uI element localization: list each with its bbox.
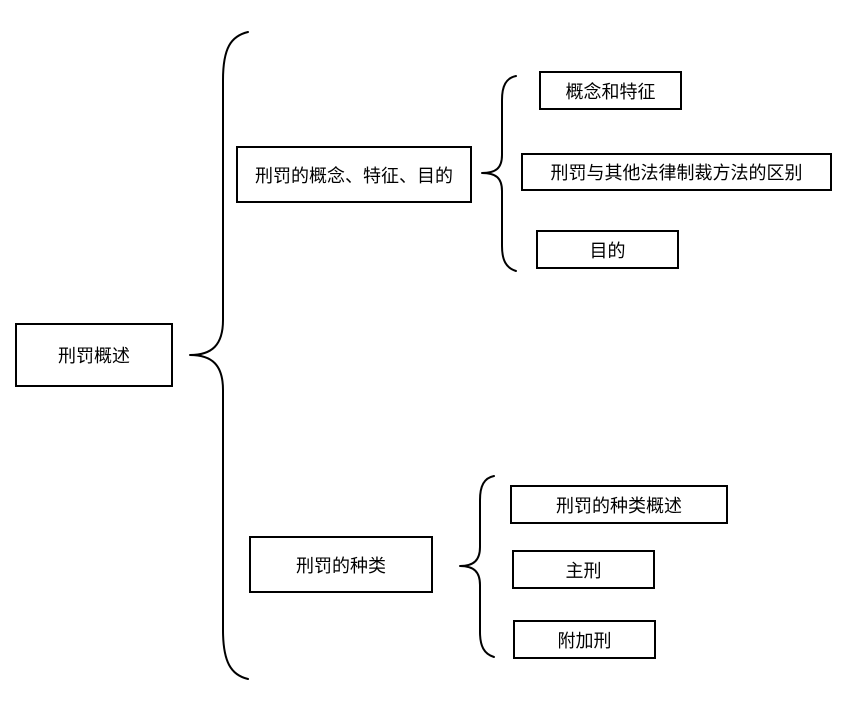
leaf-node-label: 刑罚与其他法律制裁方法的区别 xyxy=(550,163,803,184)
root-node: 刑罚概述 xyxy=(15,323,173,387)
leaf-node-distinction: 刑罚与其他法律制裁方法的区别 xyxy=(521,153,832,191)
leaf-node-concept-features: 概念和特征 xyxy=(539,71,682,110)
leaf-node-purpose: 目的 xyxy=(536,230,679,269)
leaf-node-label: 目的 xyxy=(589,240,626,262)
leaf-node-principal-penalty: 主刑 xyxy=(512,550,655,589)
branch-node-types: 刑罚的种类 xyxy=(249,536,433,593)
leaf-node-supplementary-penalty: 附加刑 xyxy=(513,620,656,659)
branch-2-brace xyxy=(459,475,495,658)
root-node-label: 刑罚概述 xyxy=(58,346,130,367)
branch-1-brace xyxy=(481,75,517,272)
leaf-node-types-overview: 刑罚的种类概述 xyxy=(510,485,728,524)
leaf-node-label: 刑罚的种类概述 xyxy=(556,495,682,517)
branch-node-label: 刑罚的概念、特征、目的 xyxy=(255,165,453,187)
branch-node-concept: 刑罚的概念、特征、目的 xyxy=(236,146,472,203)
leaf-node-label: 主刑 xyxy=(565,560,602,582)
root-brace xyxy=(189,31,249,680)
branch-node-label: 刑罚的种类 xyxy=(296,555,386,577)
leaf-node-label: 概念和特征 xyxy=(565,81,656,103)
leaf-node-label: 附加刑 xyxy=(557,630,612,652)
